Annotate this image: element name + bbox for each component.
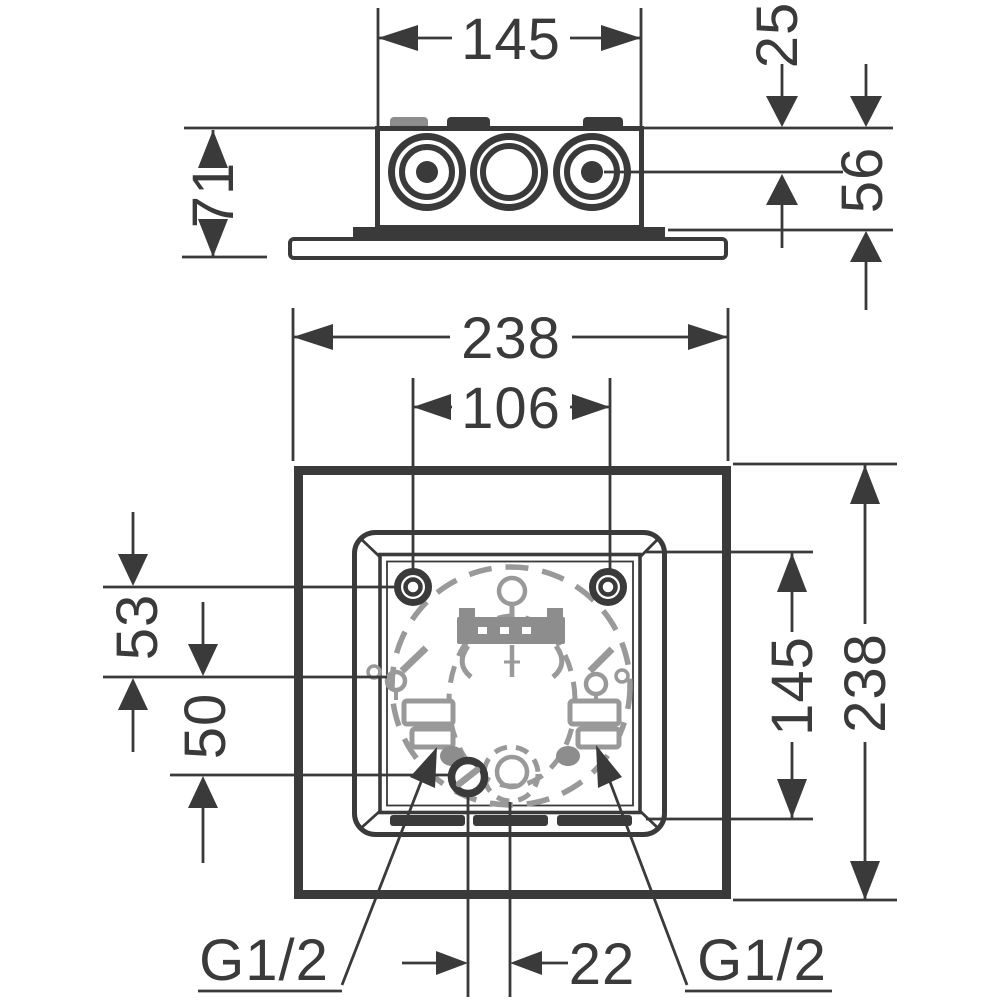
screw-inner-ring bbox=[598, 577, 618, 597]
leader-arrow-icon bbox=[596, 745, 622, 788]
dim-label-side-depth: 71 bbox=[181, 162, 246, 229]
dim-front-height: 238 bbox=[733, 462, 898, 902]
arrow-up-icon bbox=[198, 130, 228, 168]
arrow-down-icon bbox=[188, 644, 218, 676]
label-mask bbox=[841, 624, 889, 742]
arrow-right-icon bbox=[601, 25, 641, 51]
dim-cutout-size: 145 bbox=[646, 550, 825, 821]
dim-label-side-top-offset: 25 bbox=[745, 2, 810, 69]
port-center bbox=[470, 133, 548, 211]
manifold-slot bbox=[522, 627, 531, 634]
fitting-nut bbox=[556, 746, 580, 766]
dim-label-screw-spacing: 106 bbox=[461, 376, 561, 441]
dim-label-side-width: 145 bbox=[461, 7, 561, 72]
miter-line bbox=[639, 537, 660, 558]
dim-lower-offset: 50 bbox=[173, 602, 238, 863]
arrow-up-icon bbox=[777, 553, 807, 592]
dim-screw-spacing: 106 bbox=[413, 376, 610, 441]
fitting-bracket bbox=[401, 698, 456, 727]
arrow-down-icon bbox=[118, 554, 148, 586]
thread-label-right: G1/2 bbox=[685, 928, 832, 993]
dim-side-top-offset: 25 bbox=[745, 2, 810, 248]
arrow-left-icon bbox=[378, 25, 418, 51]
fitting-left bbox=[366, 645, 464, 766]
fitting-right bbox=[556, 646, 630, 766]
screw-top-left bbox=[394, 568, 432, 606]
arrow-down-icon bbox=[766, 96, 798, 127]
arrow-right-icon bbox=[436, 951, 468, 975]
arrow-down-icon bbox=[850, 96, 882, 127]
arrow-right-icon bbox=[572, 394, 610, 420]
flange-bar bbox=[353, 227, 665, 237]
arrow-left-icon bbox=[293, 324, 333, 350]
fitting-port-circle bbox=[384, 669, 408, 693]
arrow-up-icon bbox=[766, 174, 798, 205]
outlet-inner-ring bbox=[494, 754, 530, 790]
dim-front-width: 238 bbox=[291, 306, 730, 461]
fitting-pipe bbox=[399, 645, 429, 674]
miter-line bbox=[359, 536, 381, 559]
port-center-dot bbox=[416, 161, 438, 183]
arrow-down-icon bbox=[850, 861, 880, 900]
screw-slot bbox=[455, 766, 481, 788]
fitting-bracket bbox=[567, 698, 622, 727]
side-view: 145 71 25 56 bbox=[181, 2, 895, 310]
thread-text-right: G1/2 bbox=[697, 928, 827, 993]
screw-bottom bbox=[447, 756, 489, 798]
dim-side-depth: 71 bbox=[181, 130, 267, 259]
label-mask bbox=[768, 632, 816, 742]
fitting-bracket bbox=[575, 726, 622, 750]
screw-inner-ring bbox=[403, 577, 423, 597]
leader-line-right bbox=[602, 765, 689, 986]
arrow-up-icon bbox=[850, 231, 882, 262]
arrow-down-icon bbox=[198, 219, 228, 257]
dim-upper-offset: 53 bbox=[105, 512, 170, 752]
arrow-up-icon bbox=[850, 465, 880, 504]
leader-line-left bbox=[340, 763, 430, 986]
port-center-dot bbox=[581, 161, 603, 183]
base-plate bbox=[288, 237, 728, 260]
dim-side-body-depth: 56 bbox=[830, 64, 895, 310]
port-left bbox=[388, 133, 466, 211]
dim-center-offset: 22 bbox=[402, 932, 636, 997]
dim-label-lower-offset: 50 bbox=[173, 693, 238, 760]
arrow-down-icon bbox=[777, 779, 807, 818]
dim-label-side-body-depth: 56 bbox=[830, 147, 895, 214]
arrow-left-icon bbox=[510, 951, 542, 975]
manifold-hook-left bbox=[459, 644, 473, 679]
manifold-lug bbox=[547, 608, 563, 618]
front-view: 238 106 53 50 bbox=[103, 306, 898, 997]
leader-arrow-icon bbox=[410, 747, 437, 788]
mounting-tab bbox=[390, 815, 465, 826]
arrow-up-icon bbox=[118, 678, 148, 710]
dim-label-center-offset: 22 bbox=[569, 932, 636, 997]
fitting-pipe bbox=[587, 646, 615, 674]
mounting-tab bbox=[557, 815, 632, 826]
manifold-slot bbox=[478, 627, 487, 634]
manifold-slot bbox=[500, 627, 509, 634]
dim-label-front-height: 238 bbox=[833, 633, 898, 733]
fitting-bracket bbox=[409, 726, 456, 750]
dim-label-cutout-size: 145 bbox=[760, 636, 825, 736]
port-right bbox=[553, 133, 631, 211]
miter-line bbox=[359, 809, 381, 831]
label-mask bbox=[189, 165, 236, 225]
port-inner-ring bbox=[480, 143, 538, 201]
manifold-bar bbox=[457, 617, 565, 644]
thread-text-left: G1/2 bbox=[199, 928, 329, 993]
arrow-up-icon bbox=[188, 776, 218, 808]
dim-label-upper-offset: 53 bbox=[105, 594, 170, 661]
screw-top-right bbox=[589, 568, 627, 606]
arrow-left-icon bbox=[413, 394, 451, 420]
manifold-lug bbox=[459, 608, 475, 618]
fitting-small-circle bbox=[614, 668, 630, 684]
manifold-hook-right bbox=[551, 644, 565, 679]
outlet-dashed-circle bbox=[481, 744, 541, 804]
thread-label-left: G1/2 bbox=[198, 928, 342, 993]
dim-label-front-width: 238 bbox=[461, 306, 561, 371]
arrow-right-icon bbox=[688, 324, 728, 350]
dim-side-width: 145 bbox=[378, 7, 641, 72]
